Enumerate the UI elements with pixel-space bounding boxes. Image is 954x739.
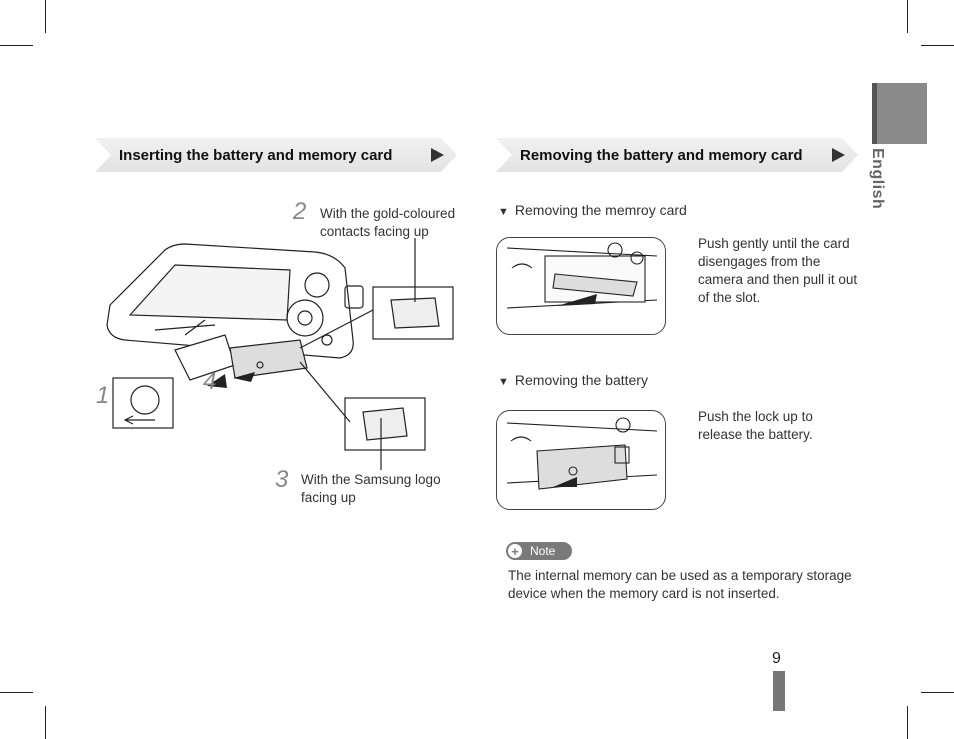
crop-mark xyxy=(45,706,46,739)
section-banner-removing: Removing the battery and memory card xyxy=(496,138,858,172)
language-label: English xyxy=(869,148,886,210)
step-caption: With the Samsung logo facing up xyxy=(301,472,441,505)
crop-mark xyxy=(907,0,908,33)
memory-card-removal-photo xyxy=(496,237,666,335)
crop-mark xyxy=(0,692,33,693)
banner-title: Removing the battery and memory card xyxy=(520,146,803,164)
page-number-bar xyxy=(773,671,785,711)
step-caption: With the gold-coloured contacts facing u… xyxy=(320,206,456,239)
section-banner-inserting: Inserting the battery and memory card xyxy=(95,138,457,172)
memory-card-instructions: Push gently until the card disengages fr… xyxy=(698,236,858,305)
battery-instructions: Push the lock up to release the battery. xyxy=(698,409,813,442)
plus-icon: + xyxy=(506,542,524,560)
language-tab xyxy=(872,83,927,144)
note-text: The internal memory can be used as a tem… xyxy=(508,568,852,601)
step-number: 3 xyxy=(275,466,289,493)
play-arrow-icon xyxy=(431,148,444,162)
subsection-title-memory-card: ▼Removing the memroy card xyxy=(498,202,687,218)
subsection-title-battery: ▼Removing the battery xyxy=(498,372,648,388)
step-number: 4 xyxy=(203,368,217,395)
crop-mark xyxy=(921,45,954,46)
step-number: 2 xyxy=(293,198,307,225)
camera-insertion-illustration xyxy=(106,238,454,470)
step-number: 1 xyxy=(96,382,110,409)
battery-removal-photo xyxy=(496,410,666,510)
triangle-bullet-icon: ▼ xyxy=(498,206,509,218)
play-arrow-icon xyxy=(832,148,845,162)
triangle-bullet-icon: ▼ xyxy=(498,376,509,388)
banner-title: Inserting the battery and memory card xyxy=(119,146,393,164)
crop-mark xyxy=(0,45,33,46)
crop-mark xyxy=(907,706,908,739)
page-number: 9 xyxy=(772,650,781,667)
note-badge: +Note xyxy=(506,542,572,560)
crop-mark xyxy=(921,692,954,693)
crop-mark xyxy=(45,0,46,33)
